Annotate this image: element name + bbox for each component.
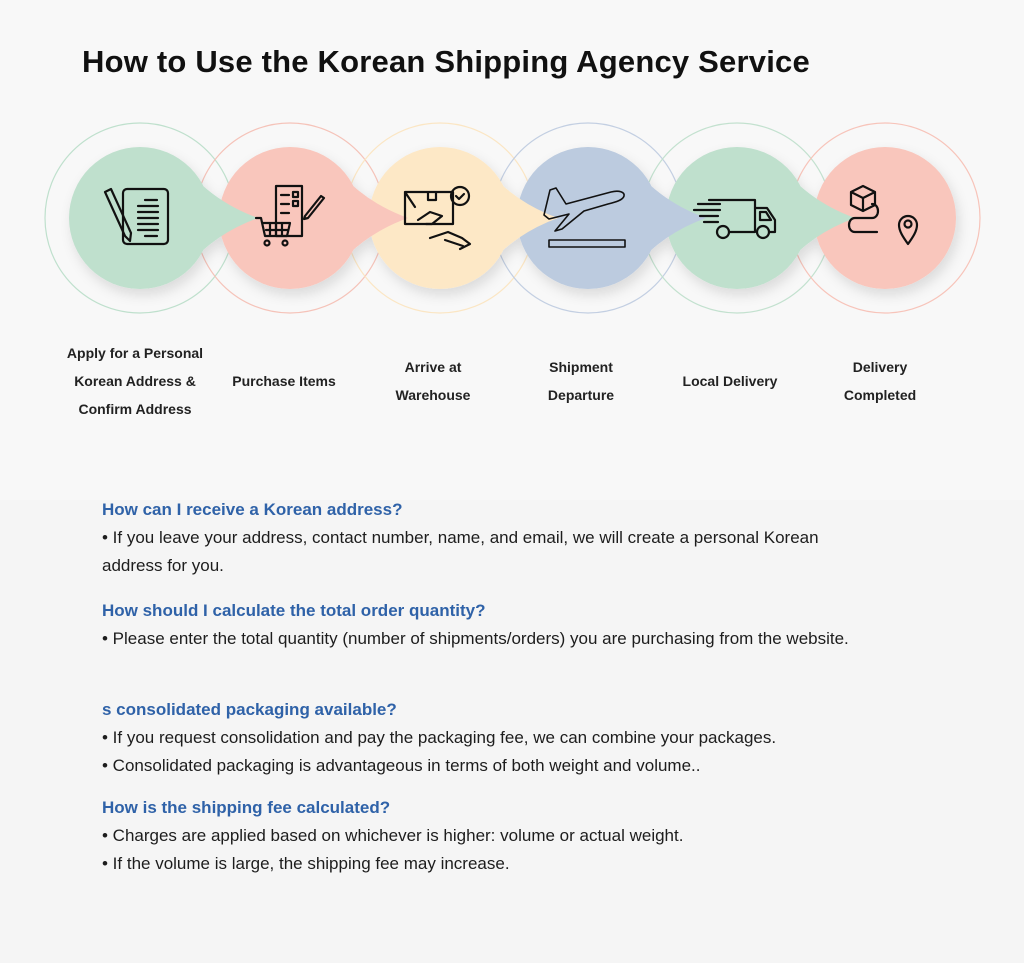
package-location-icon: [847, 184, 919, 246]
step-label-delivery-completed: Delivery Completed: [843, 359, 917, 403]
faq-item: How can I receive a Korean address? • If…: [102, 496, 842, 580]
step-5-bubble: [666, 147, 855, 289]
cart-checklist-icon: [254, 184, 326, 247]
faq-item: How is the shipping fee calculated? • Ch…: [102, 794, 902, 878]
step-label-shipment-departure: Shipment Departure: [547, 359, 615, 403]
step-label-purchase-items: Purchase Items: [232, 373, 336, 389]
faq-answer: • If the volume is large, the shipping f…: [102, 854, 510, 873]
step-label-arrive-warehouse: Arrive at Warehouse: [395, 359, 471, 403]
step-6-bubble: [814, 147, 956, 289]
package-handover-icon: [403, 185, 472, 251]
faq-answer: • If you request consolidation and pay t…: [102, 728, 777, 747]
faq-answer: • Charges are applied based on whichever…: [102, 826, 684, 845]
faq-item: How should I calculate the total order q…: [102, 597, 872, 653]
faq-answer: • If you leave your address, contact num…: [102, 528, 819, 575]
faq-answer: • Please enter the total quantity (numbe…: [102, 629, 849, 648]
process-diagram: [44, 122, 981, 314]
faq-question: s consolidated packaging available?: [102, 700, 397, 719]
step-label-apply-address: Apply for a Personal Korean Address & Co…: [66, 345, 204, 417]
page-title: How to Use the Korean Shipping Agency Se…: [82, 44, 810, 79]
faq-question: How can I receive a Korean address?: [102, 500, 403, 519]
faq-answer: • Consolidated packaging is advantageous…: [102, 756, 701, 775]
faq-question: How should I calculate the total order q…: [102, 601, 486, 620]
delivery-truck-icon: [692, 198, 777, 240]
document-pen-icon: [103, 187, 170, 246]
step-label-local-delivery: Local Delivery: [682, 373, 778, 389]
faq-question: How is the shipping fee calculated?: [102, 798, 391, 817]
airplane-takeoff-icon: [543, 187, 626, 248]
step-2-bubble: [219, 147, 408, 289]
step-1-bubble: [69, 147, 258, 289]
faq-item: s consolidated packaging available? • If…: [102, 696, 902, 780]
step-4-bubble: [517, 147, 706, 289]
